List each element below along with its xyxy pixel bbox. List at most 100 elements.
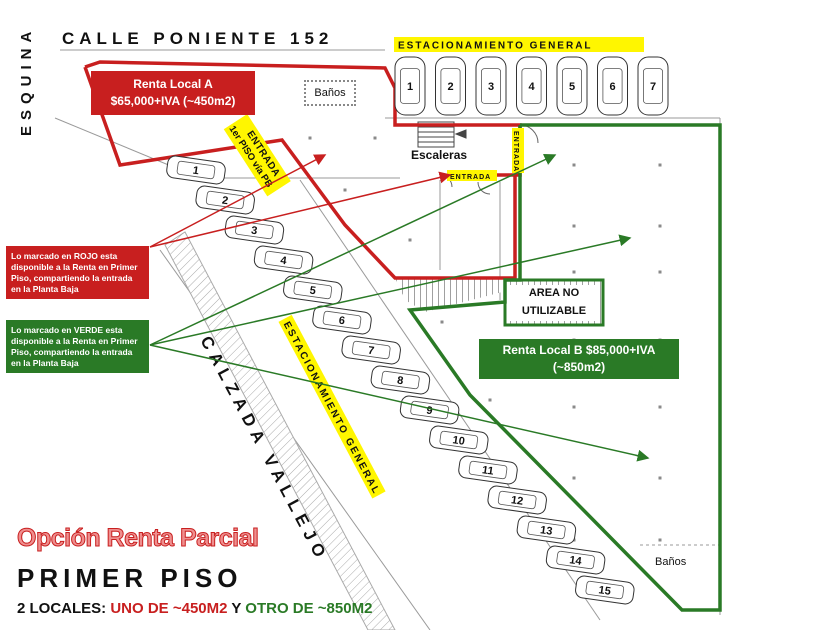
local-b-outline — [406, 123, 722, 612]
parking-spot-number: 1 — [407, 81, 413, 93]
top-parking-spots: 1 2 3 4 5 6 7 — [394, 56, 669, 116]
column-marker — [658, 538, 662, 542]
parking-top-label: ESTACIONAMIENTO GENERAL — [398, 41, 593, 52]
parking-spot-number: 2 — [447, 81, 453, 93]
top-parking-car: 3 — [475, 56, 507, 116]
green-legend-note: Lo marcado en VERDE esta disponible a la… — [6, 320, 149, 373]
parking-spot-number: 14 — [569, 554, 584, 568]
diagonal-parking-car: 7 — [341, 335, 401, 365]
main-entrance-label-bg — [223, 114, 291, 197]
parking-spot-number: 11 — [481, 464, 494, 478]
summary-green: OTRO DE ~850M2 — [245, 600, 373, 617]
top-parking-car: 5 — [556, 56, 588, 116]
parking-spot-number: 9 — [426, 405, 434, 418]
top-parking-car: 2 — [435, 56, 466, 116]
diagonal-parking-car: 8 — [370, 365, 431, 395]
diagonal-parking-car: 11 — [458, 455, 518, 485]
parking-spot-number: 3 — [250, 225, 258, 238]
calzada-vallejo-road-band — [164, 231, 396, 630]
unusable-area-label: AREA NO UTILIZABLE — [506, 284, 602, 324]
parking-spot-number: 3 — [488, 81, 494, 93]
street-esquina: ESQUINA — [18, 26, 35, 136]
parking-spot-number: 10 — [452, 434, 466, 448]
restroom-top-label: Baños — [304, 80, 356, 106]
top-parking-car: 4 — [516, 56, 547, 116]
diagonal-parking-car: 5 — [283, 275, 343, 305]
unusable-area-line1: AREA NO — [528, 287, 580, 299]
column-marker — [308, 136, 312, 140]
green-arrows — [149, 154, 650, 462]
diagonal-parking-car: 10 — [429, 425, 489, 455]
parking-spot-number: 8 — [396, 375, 404, 388]
parking-spot-number: 15 — [598, 584, 612, 598]
column-marker — [658, 224, 662, 228]
summary-prefix: 2 LOCALES: — [17, 600, 111, 617]
summary-red: UNO DE ~450M2 — [110, 600, 228, 617]
parking-spot-number: 6 — [338, 315, 346, 328]
parking-spot-number: 2 — [221, 195, 229, 208]
column-marker — [658, 476, 662, 480]
red-arrows — [149, 154, 452, 248]
inner-entrance-label-bg — [447, 170, 497, 181]
diagonal-parking-car: 13 — [516, 515, 577, 545]
main-entrance-label-group: ENTRADA 1er PISO vía PB — [223, 114, 291, 197]
parking-spot-number: 1 — [192, 165, 200, 178]
parking-spot-number: 7 — [650, 81, 656, 93]
column-marker — [658, 405, 662, 409]
stairs-label: Escaleras — [411, 148, 468, 162]
local-a-name: Renta Local A — [133, 77, 213, 91]
diagonal-parking-car: 4 — [253, 245, 314, 275]
unusable-area-hatch — [395, 278, 510, 312]
local-a-price: $65,000+IVA (~450m2) — [110, 94, 236, 108]
column-marker — [658, 163, 662, 167]
parking-spot-number: 5 — [309, 285, 317, 298]
diagonal-parking-car: 15 — [575, 575, 635, 605]
top-parking-car: 1 — [394, 56, 426, 116]
side-entrance-label-bg — [512, 128, 524, 173]
column-marker — [488, 398, 492, 402]
street-calle-poniente: CALLE PONIENTE 152 — [62, 29, 333, 48]
parking-spot-number: 4 — [280, 255, 289, 268]
restroom-bottom-label: Baños — [655, 556, 687, 568]
column-marker — [343, 188, 347, 192]
top-parking-car: 7 — [637, 56, 669, 116]
column-marker — [572, 405, 576, 409]
diagonal-parking-car: 12 — [487, 485, 547, 515]
option-title: Opción Renta Parcial — [16, 524, 259, 553]
diagonal-parking-car: 3 — [224, 215, 285, 245]
local-a-label: Renta Local A $65,000+IVA (~450m2) — [91, 71, 255, 115]
side-entrance-label-group: ENTRADA — [512, 128, 524, 173]
parking-spot-number: 13 — [539, 524, 553, 538]
column-marker — [408, 238, 412, 242]
diagonal-parking-car: 1 — [166, 155, 226, 185]
column-marker — [373, 136, 377, 140]
local-b-name: Renta Local B $85,000+IVA — [502, 343, 656, 357]
local-b-area: (~850m2) — [552, 360, 606, 374]
column-marker — [440, 320, 444, 324]
parking-spot-number: 12 — [510, 494, 524, 508]
parking-top-label-bg — [394, 37, 644, 52]
red-legend-note: Lo marcado en ROJO esta disponible a la … — [6, 246, 149, 299]
column-marker — [572, 270, 576, 274]
column-marker — [572, 224, 576, 228]
summary-line: 2 LOCALES: UNO DE ~450M2 Y OTRO DE ~850M… — [17, 600, 372, 617]
parking-spot-number: 5 — [569, 81, 575, 93]
diagonal-parking-car: 2 — [195, 185, 255, 215]
diagonal-parking-car: 9 — [399, 395, 460, 425]
column-marker — [658, 270, 662, 274]
column-marker — [572, 476, 576, 480]
local-b-label: Renta Local B $85,000+IVA (~850m2) — [479, 339, 679, 379]
inner-entrance-label: ENTRADA — [450, 174, 491, 181]
top-parking-car: 6 — [597, 56, 628, 116]
parking-diagonal-label-bg — [278, 314, 386, 499]
column-marker — [572, 163, 576, 167]
floor-title: PRIMER PISO — [17, 563, 243, 593]
unusable-area-line2: UTILIZABLE — [521, 305, 587, 317]
diagonal-parking-car: 14 — [545, 545, 606, 575]
parking-spot-number: 7 — [367, 345, 375, 358]
unusable-area-label-bg — [508, 285, 600, 321]
parking-spot-number: 6 — [609, 81, 615, 93]
side-entrance-label: ENTRADA — [512, 131, 519, 172]
